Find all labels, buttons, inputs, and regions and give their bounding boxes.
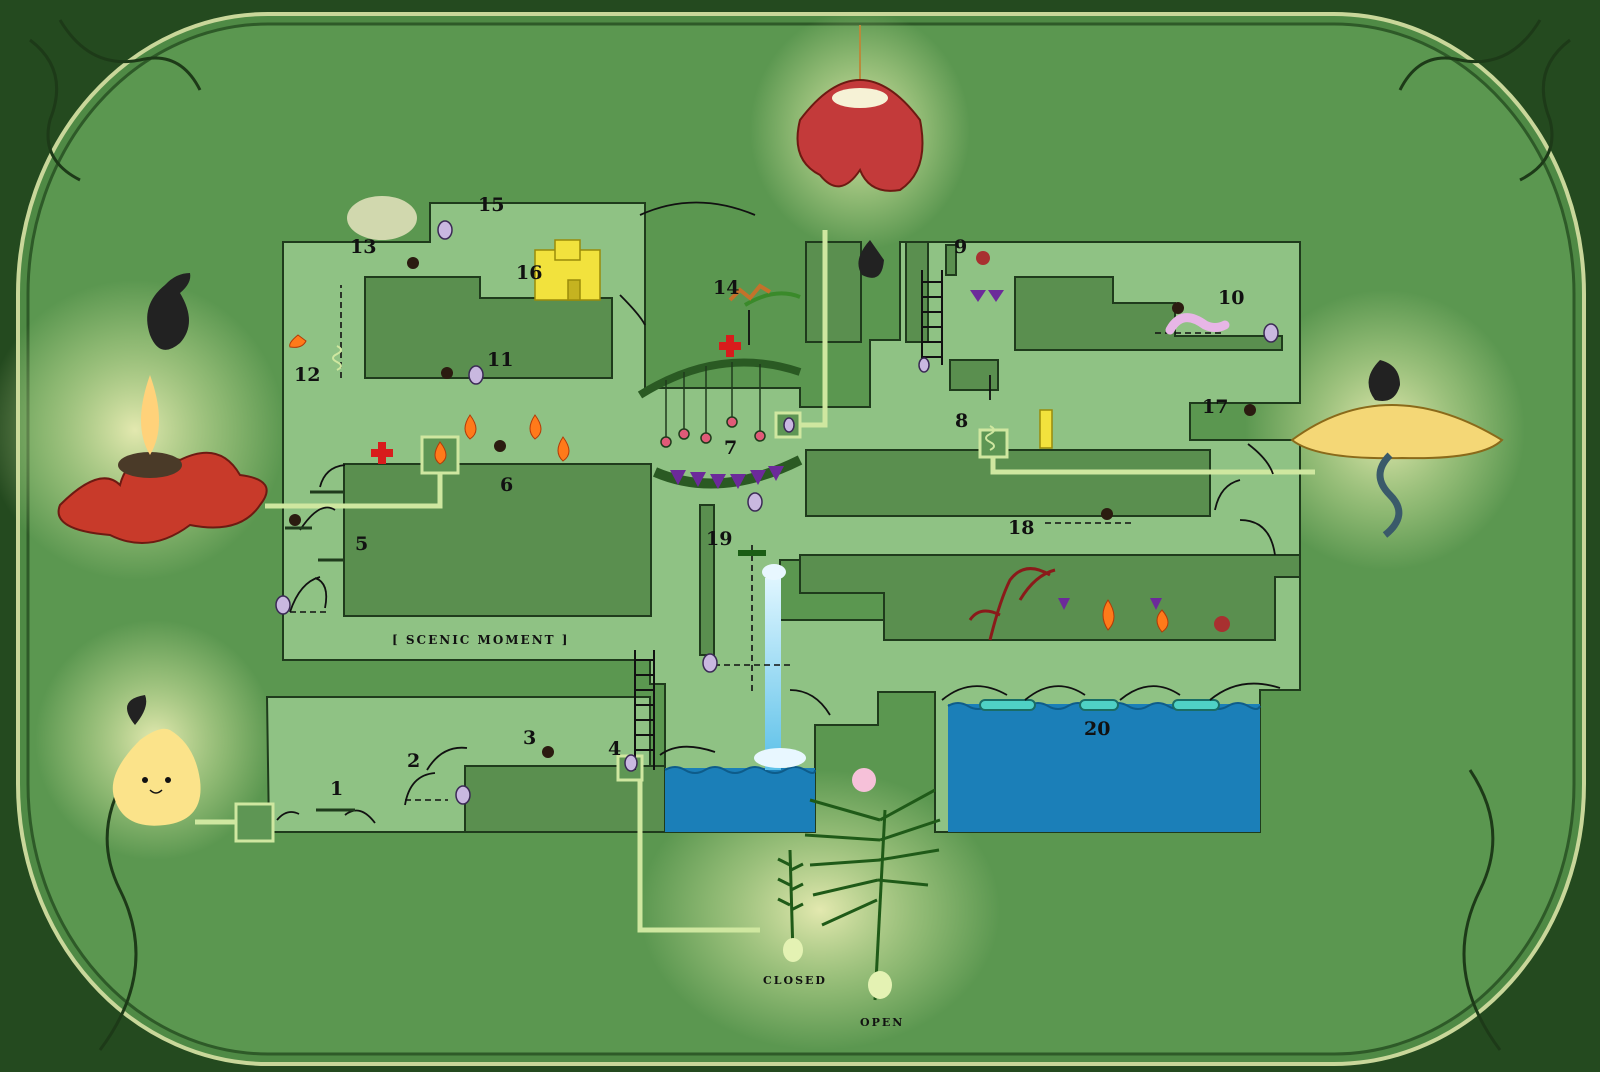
castle-structure [534, 239, 601, 301]
spore-cloud [347, 196, 417, 240]
level-label-2: 2 [407, 750, 421, 772]
level-label-11: 11 [487, 349, 514, 371]
level-label-6: 6 [500, 474, 514, 496]
ladders [634, 270, 943, 770]
maze-walls [343, 241, 1301, 833]
level-label-14: 14 [713, 277, 740, 299]
level-label-17: 17 [1202, 396, 1229, 418]
level-label-5: 5 [355, 533, 369, 555]
fire-flower-emitter [57, 375, 268, 544]
switch-boxes [234, 411, 1009, 843]
level-label-10: 10 [1218, 287, 1245, 309]
broken-vine [728, 283, 772, 302]
legend-open-label: OPEN [860, 1016, 905, 1029]
caterpillar-enemy [1165, 313, 1230, 335]
level-label-12: 12 [294, 364, 321, 386]
seed-spirit-character [112, 695, 201, 826]
level-label-4: 4 [608, 738, 622, 760]
swing-branch [743, 291, 801, 307]
level-label-13: 13 [350, 236, 377, 258]
mushroom-platform [1290, 360, 1504, 538]
flame-hazard-icons [289, 334, 1169, 633]
legend-closed-label: CLOSED [763, 974, 827, 987]
level-label-18: 18 [1008, 517, 1035, 539]
bell-flower-portal [796, 25, 924, 278]
level-label-9: 9 [954, 236, 968, 258]
level-label-8: 8 [955, 410, 969, 432]
bulb-checkpoint-icons [275, 220, 1279, 805]
level-label-15: 15 [478, 194, 505, 216]
spike-hazards [670, 290, 1162, 610]
column-structure [1039, 409, 1053, 449]
waterfall [765, 578, 781, 770]
level-label-7: 7 [724, 437, 738, 459]
red-tree-hazard [968, 567, 1056, 641]
level-label-20: 20 [1084, 718, 1111, 740]
vine-bridge [637, 358, 802, 399]
leaf-spirit-silhouette [147, 273, 191, 350]
fern-plant-closed [777, 849, 804, 962]
connector-pipes [195, 230, 1315, 933]
floating-platforms [979, 699, 1220, 711]
spring-coil-icons [332, 345, 995, 451]
corner-foliage [29, 19, 1571, 1051]
dashed-paths [290, 285, 1222, 801]
level-label-3: 3 [523, 727, 537, 749]
hanging-pendulums [660, 362, 766, 448]
path-segments [285, 490, 766, 812]
movement-arrows [276, 201, 1281, 824]
level-label-16: 16 [516, 262, 543, 284]
scenic-moment-label: [ SCENIC MOMENT ] [392, 633, 570, 647]
level-label-19: 19 [706, 528, 733, 550]
fern-plant-open [804, 768, 941, 1001]
level-label-1: 1 [330, 778, 344, 800]
health-cross-icon [371, 335, 741, 464]
bug-enemy-icons [289, 251, 1256, 758]
